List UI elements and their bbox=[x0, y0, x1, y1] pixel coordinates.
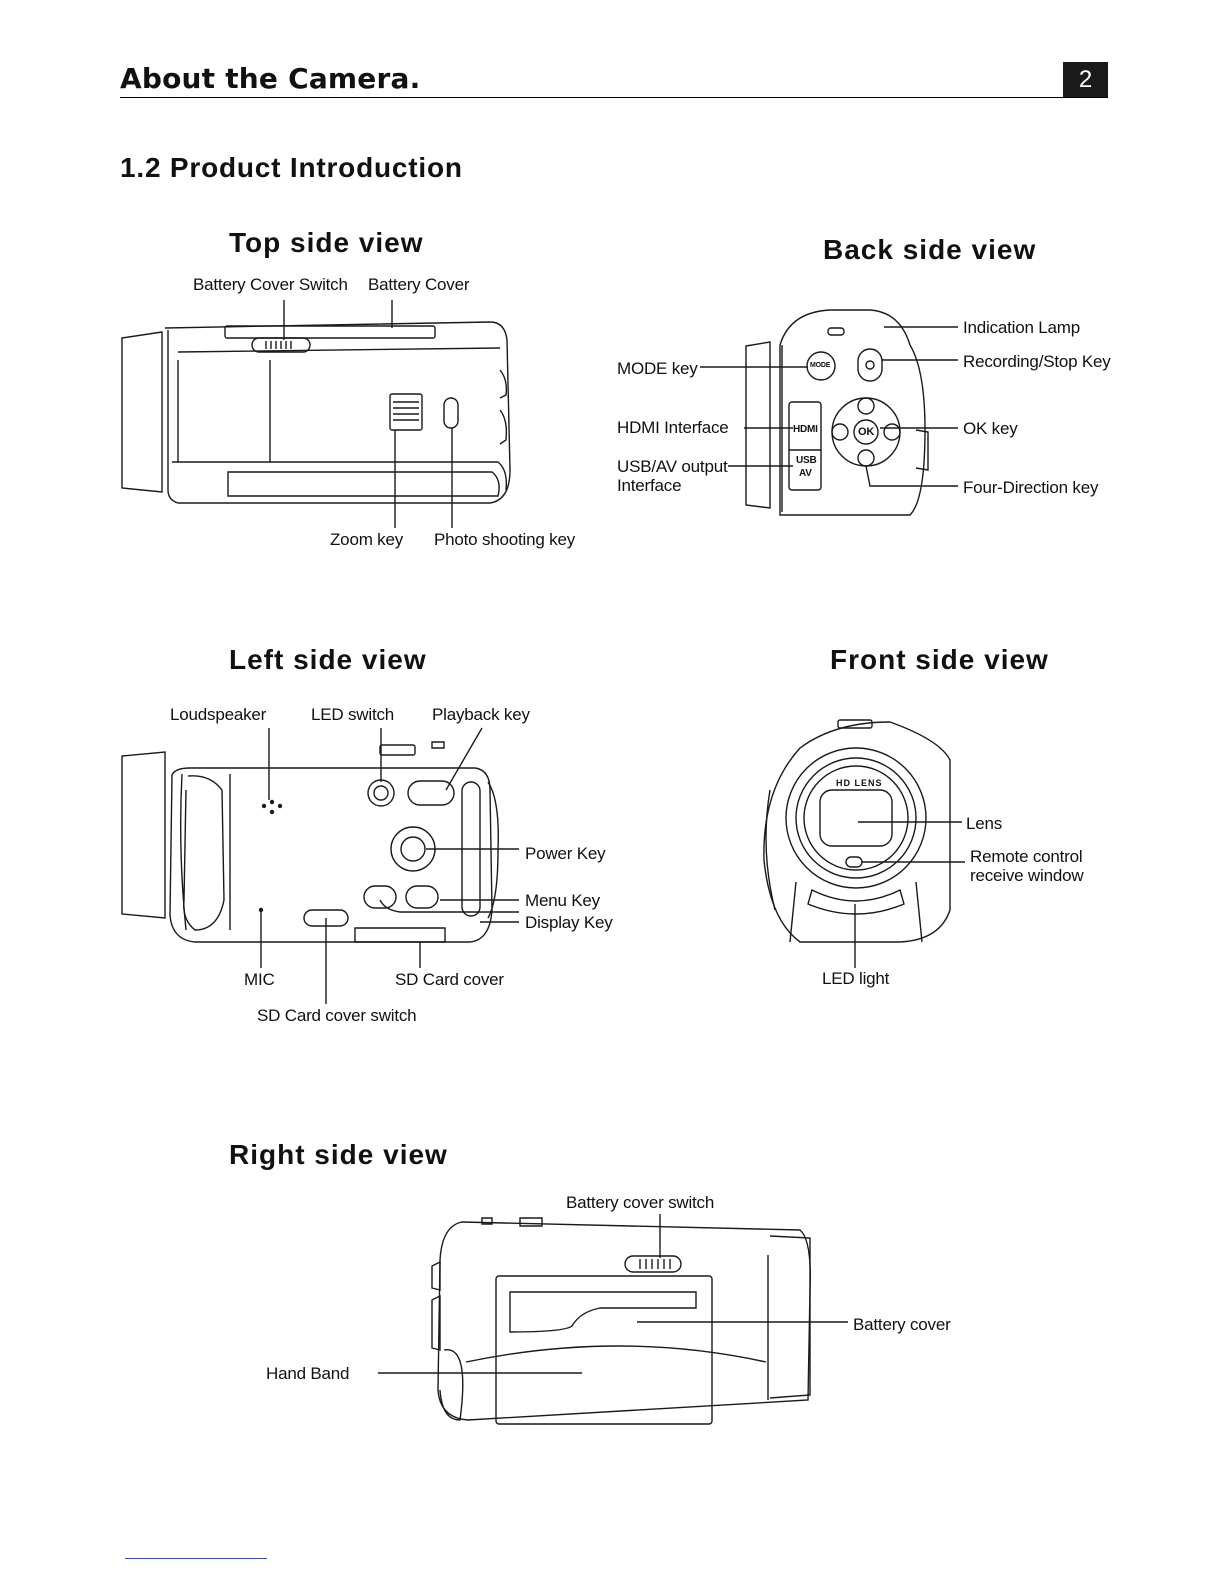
right-view-camera-drawing bbox=[378, 1214, 848, 1424]
label-zoom-key: Zoom key bbox=[330, 530, 404, 549]
lens-ring-text: HD LENS bbox=[836, 778, 883, 788]
label-lens: Lens bbox=[966, 814, 1003, 833]
top-view-title: Top side view bbox=[229, 227, 424, 258]
back-view-title: Back side view bbox=[823, 234, 1037, 265]
header-rule bbox=[120, 97, 1108, 98]
front-view-camera-drawing bbox=[764, 720, 965, 968]
label-usb-av-output: USB/AV output bbox=[617, 457, 728, 476]
label-playback-key: Playback key bbox=[432, 705, 530, 724]
label-photo-shooting-key: Photo shooting key bbox=[434, 530, 575, 549]
label-indication-lamp: Indication Lamp bbox=[963, 318, 1081, 337]
label-hand-band: Hand Band bbox=[266, 1364, 350, 1383]
label-receive-window: receive window bbox=[970, 866, 1084, 885]
label-sd-card-cover-switch: SD Card cover switch bbox=[257, 1006, 417, 1025]
label-top-battery-cover-switch: Battery Cover Switch bbox=[193, 275, 348, 294]
left-view-title: Left side view bbox=[229, 644, 427, 675]
ok-button-text: OK bbox=[858, 426, 875, 438]
label-hdmi-interface: HDMI Interface bbox=[617, 418, 729, 437]
hdmi-port-text: HDMI bbox=[793, 424, 818, 435]
label-sd-card-cover: SD Card cover bbox=[395, 970, 504, 989]
label-four-direction-key: Four-Direction key bbox=[963, 478, 1099, 497]
chapter-title: About the Camera. bbox=[120, 62, 421, 95]
label-mic: MIC bbox=[244, 970, 275, 989]
label-mode-key: MODE key bbox=[617, 359, 698, 378]
mode-button-text: MODE bbox=[810, 362, 831, 369]
footer-rule bbox=[125, 1558, 267, 1559]
section-title: 1.2 Product Introduction bbox=[120, 152, 463, 183]
label-display-key: Display Key bbox=[525, 913, 613, 932]
left-view-camera-drawing bbox=[122, 728, 519, 1004]
back-view-camera-drawing bbox=[700, 310, 958, 515]
page-number: 2 bbox=[1063, 62, 1108, 97]
label-ok-key: OK key bbox=[963, 419, 1018, 438]
label-led-light: LED light bbox=[822, 969, 890, 988]
right-view-title: Right side view bbox=[229, 1139, 448, 1170]
label-power-key: Power Key bbox=[525, 844, 606, 863]
usb-port-text: USB bbox=[796, 455, 817, 466]
label-remote-control: Remote control bbox=[970, 847, 1083, 866]
label-usb-av-interface: Interface bbox=[617, 476, 682, 495]
av-port-text: AV bbox=[799, 468, 812, 479]
label-recording-stop-key: Recording/Stop Key bbox=[963, 352, 1111, 371]
label-right-battery-cover: Battery cover bbox=[853, 1315, 951, 1334]
front-view-title: Front side view bbox=[830, 644, 1049, 675]
top-view-camera-drawing bbox=[122, 300, 510, 528]
label-right-battery-cover-switch: Battery cover switch bbox=[566, 1193, 715, 1212]
label-top-battery-cover: Battery Cover bbox=[368, 275, 470, 294]
label-loudspeaker: Loudspeaker bbox=[170, 705, 267, 724]
label-menu-key: Menu Key bbox=[525, 891, 600, 910]
label-led-switch: LED switch bbox=[311, 705, 395, 724]
